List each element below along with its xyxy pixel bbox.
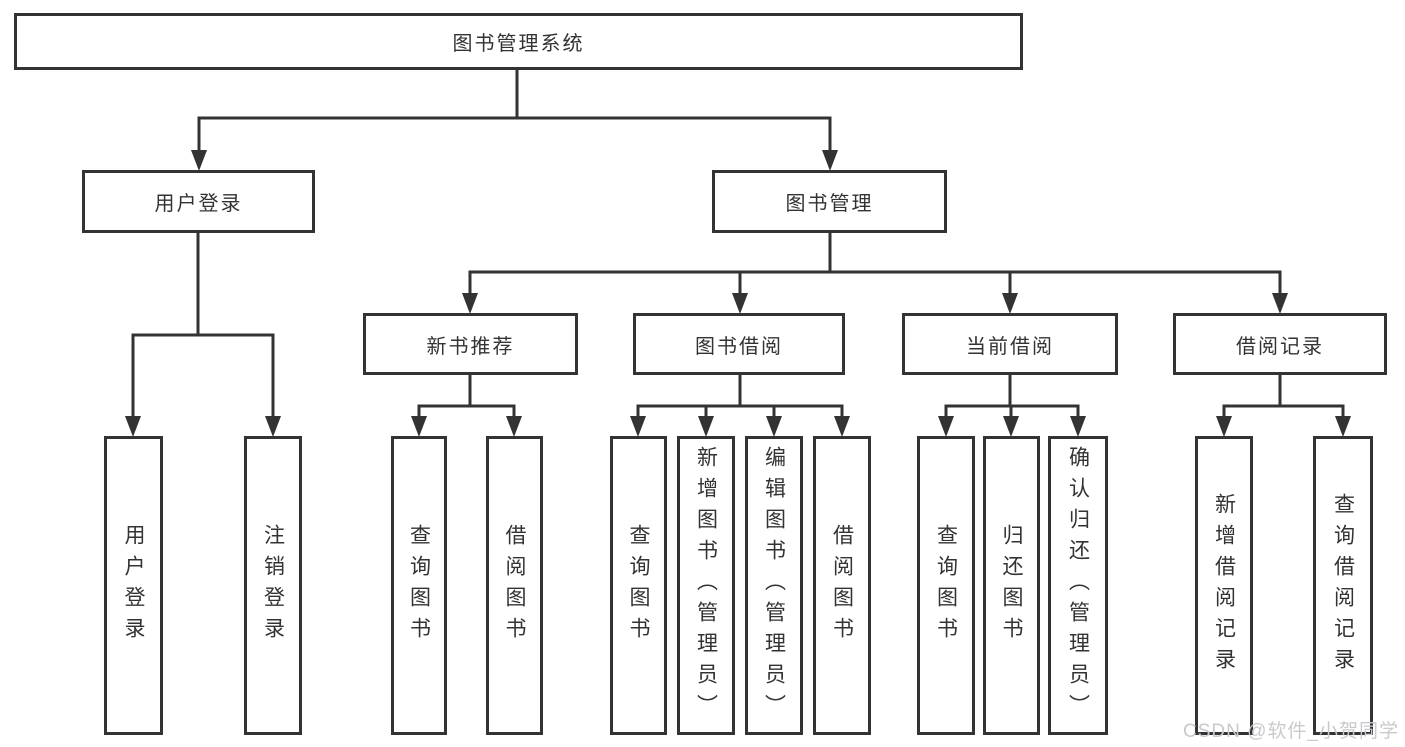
node-label: 用户登录	[154, 193, 243, 215]
node-label: 注销登录	[261, 523, 285, 648]
node-new-book-recommend: 新书推荐	[363, 313, 578, 375]
node-label: 借阅图书	[503, 523, 526, 648]
leaf-borrow-books-recommend: 借阅图书	[486, 436, 543, 735]
node-label: 新书推荐	[426, 335, 515, 358]
csdn-watermark: CSDN @软件_小贺同学	[1183, 721, 1399, 742]
node-label: 用户登录	[122, 523, 145, 648]
node-book-borrowing: 图书借阅	[633, 313, 845, 375]
leaf-edit-book-admin: 编辑图书（管理员）	[745, 436, 803, 735]
leaf-query-books-current: 查询图书	[917, 436, 975, 735]
leaf-add-borrow-record: 新增借阅记录	[1195, 436, 1253, 735]
leaf-borrow-books-borrowing: 借阅图书	[813, 436, 871, 735]
node-label: 查询借阅记录	[1331, 492, 1355, 679]
node-label: 确认归还（管理员）	[1066, 446, 1090, 725]
leaf-user-login: 用户登录	[104, 436, 163, 735]
leaf-query-books-recommend: 查询图书	[391, 436, 447, 735]
node-label: 当前借阅	[966, 335, 1054, 358]
node-label: 新增图书（管理员）	[694, 446, 718, 725]
node-label: 归还图书	[1000, 523, 1023, 648]
node-borrowing-records: 借阅记录	[1173, 313, 1387, 375]
node-label: 图书借阅	[695, 335, 783, 358]
leaf-return-books: 归还图书	[983, 436, 1040, 735]
node-label: 图书管理	[785, 193, 874, 215]
node-label: 借阅记录	[1236, 335, 1324, 358]
leaf-query-books-borrowing: 查询图书	[610, 436, 667, 735]
node-label: 查询图书	[627, 523, 650, 648]
leaf-confirm-return-admin: 确认归还（管理员）	[1048, 436, 1108, 735]
node-book-management-system: 图书管理系统	[14, 13, 1023, 70]
leaf-query-borrow-record: 查询借阅记录	[1313, 436, 1373, 735]
leaf-add-book-admin: 新增图书（管理员）	[677, 436, 735, 735]
node-label: 查询图书	[934, 523, 958, 648]
node-label: 借阅图书	[830, 523, 854, 648]
node-book-management: 图书管理	[712, 170, 947, 233]
node-user-login: 用户登录	[82, 170, 315, 233]
node-label: 编辑图书（管理员）	[762, 446, 786, 725]
node-current-borrowing: 当前借阅	[902, 313, 1118, 375]
node-label: 查询图书	[407, 523, 431, 648]
arrowheads	[125, 150, 1351, 437]
node-label: 新增借阅记录	[1212, 492, 1236, 679]
leaf-logout: 注销登录	[244, 436, 302, 735]
node-label: 图书管理系统	[452, 33, 585, 55]
